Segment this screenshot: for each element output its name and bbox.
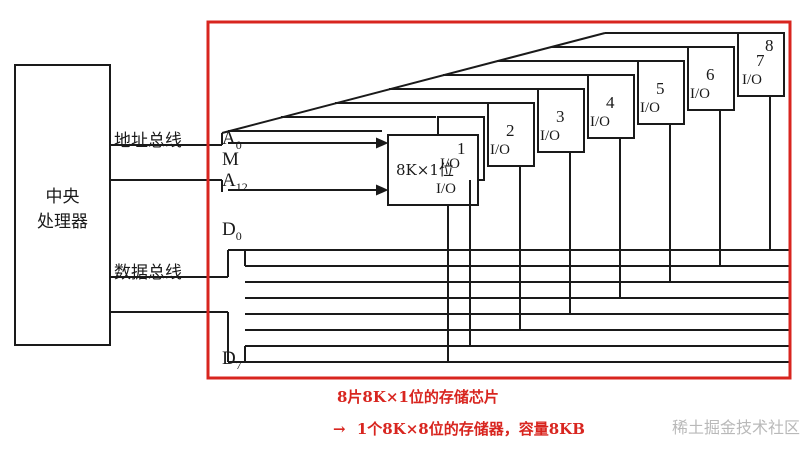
caption-line-2-text: 1个8K×8位的存储器，容量8KB (356, 420, 585, 438)
caption-line-2: → 1个8K×8位的存储器，容量8KB (333, 418, 585, 439)
cpu-label-line2: 处理器 (37, 212, 88, 232)
watermark: 稀土掘金技术社区 (672, 418, 801, 437)
chip-box-3 (487, 102, 535, 167)
chip-capacity-1: 8K×1位 (396, 161, 454, 179)
chip-number-8: 8 (765, 36, 774, 55)
caption-arrow-icon: → (333, 420, 346, 438)
chip-io-8: I/O (742, 72, 762, 88)
signal-d7: D7 (222, 348, 242, 372)
chip-io-6: I/O (640, 100, 660, 116)
data-bus-label: 数据总线 (114, 263, 182, 283)
signal-d0: D0 (222, 219, 242, 243)
chip-box-5 (587, 74, 635, 139)
chip-box-4 (537, 88, 585, 153)
chip-number-5: 5 (656, 79, 665, 98)
address-bus-label: 地址总线 (114, 131, 182, 151)
caption-line-1: 8片8K×1位的存储芯片 (337, 388, 499, 406)
cpu-box (14, 64, 111, 346)
cpu-label-line1: 中央 (45, 187, 80, 207)
chip-io-2: I/O (440, 156, 460, 172)
cpu-label: 中央 处理器 (15, 185, 110, 235)
chip-io-5: I/O (590, 114, 610, 130)
memory-module-border (206, 20, 792, 380)
chip-box-6 (637, 60, 685, 125)
signal-a12: A12 (222, 170, 248, 194)
chip-number-6: 6 (706, 65, 715, 84)
chip-io-1: I/O (436, 181, 456, 197)
chip-io-7: I/O (690, 86, 710, 102)
signal-a0: A0 (222, 128, 242, 152)
chip-number-4: 4 (606, 93, 615, 112)
chip-number-1: 1 (457, 139, 466, 158)
chip-box-7 (687, 46, 735, 111)
chip-box-8 (737, 32, 785, 97)
chip-number-3: 3 (556, 107, 565, 126)
chip-io-4: I/O (540, 128, 560, 144)
chip-number-7: 7 (756, 51, 765, 70)
chip-io-3: I/O (490, 142, 510, 158)
chip-box-1 (387, 134, 479, 206)
signal-m: M (222, 149, 239, 170)
chip-number-2: 2 (506, 121, 515, 140)
